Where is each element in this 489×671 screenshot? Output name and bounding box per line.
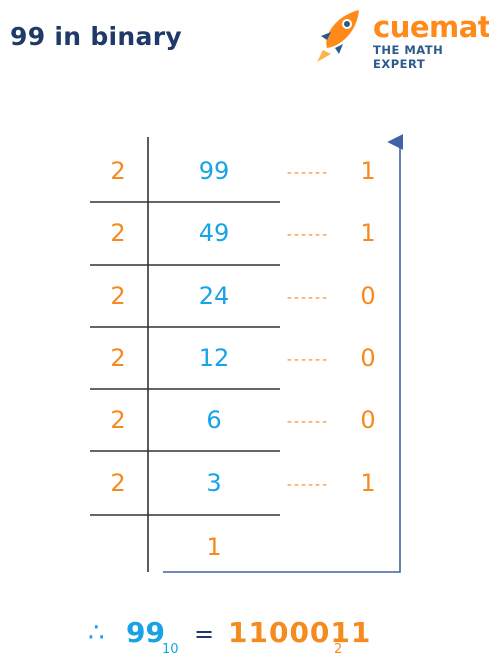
dividend: 99 [199,157,230,185]
divisor: 2 [110,219,125,247]
divisor: 2 [110,469,125,497]
dividend: 3 [206,469,221,497]
brand-name: cuemath [373,10,489,44]
divisor: 2 [110,344,125,372]
dividend: 12 [199,344,230,372]
binary-value: 1100011 [228,616,372,649]
dots-separator: ------ [287,477,329,493]
equals-sign: = [194,620,215,648]
remainder: 0 [360,406,375,434]
dots-separator: ------ [287,227,329,243]
dots-separator: ------ [287,290,329,306]
decimal-value: 99 [126,616,165,649]
remainder: 0 [360,344,375,372]
dividend: 49 [199,219,230,247]
remainder: 0 [360,282,375,310]
remainder: 1 [360,157,375,185]
page-title: 99 in binary [10,22,182,51]
brand-logo: cuemath THE MATH EXPERT [313,6,489,71]
dots-separator: ------ [287,352,329,368]
dividend: 24 [199,282,230,310]
binary-base: 2 [334,642,343,657]
dividend: 6 [206,406,221,434]
dots-separator: ------ [287,414,329,430]
divisor: 2 [110,406,125,434]
remainder: 1 [360,219,375,247]
rocket-icon [317,10,359,62]
arrow-up-icon [163,134,404,573]
divisor: 2 [110,282,125,310]
therefore-symbol: ∴ [88,618,105,648]
divisor: 2 [110,157,125,185]
final-quotient: 1 [206,533,221,561]
dots-separator: ------ [287,165,329,181]
brand-tagline: THE MATH EXPERT [373,43,444,71]
decimal-base: 10 [162,642,179,657]
remainder: 1 [360,469,375,497]
